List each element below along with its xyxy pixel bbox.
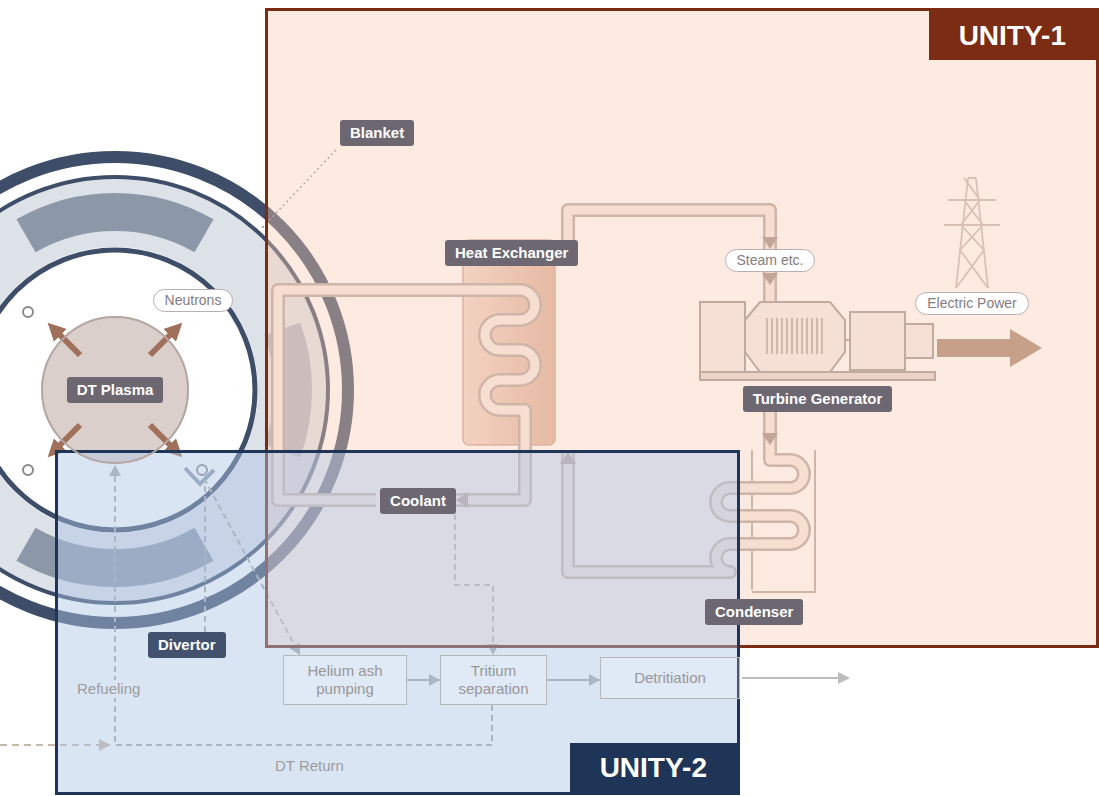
flow-label: DT Return [275,757,344,775]
process-box: Tritium separation [440,655,547,705]
node-text: Electric Power [927,295,1016,311]
node-text: DT Plasma [67,377,164,403]
node-text: UNITY-2 [570,743,737,792]
plasma-core: DT Plasma [40,315,190,465]
flow-tag: Steam etc. [725,249,816,272]
neutron-arrows [54,329,176,451]
particle-tag: Neutrons [153,289,234,312]
node-text: Turbine Generator [743,386,893,412]
condenser: Condenser [705,445,825,625]
output-tag: Electric Power [915,292,1028,315]
node-text: Condenser [705,599,803,625]
node-text: Detritiation [634,669,706,687]
part-label: Divertor [148,632,226,658]
node-text: Blanket [350,124,404,141]
node-text: UNITY-1 [929,11,1096,60]
flow-label: Refueling [75,680,142,698]
process-box: Helium ash pumping [283,655,407,705]
node-text: Divertor [158,636,216,653]
part-label: Blanket [340,120,414,146]
turbine-generator: Turbine Generator [700,285,935,412]
node-text: Coolant [390,492,446,509]
node-text: Steam etc. [737,252,804,268]
node-text: Neutrons [165,292,222,308]
node-text: Tritium separation [445,662,542,698]
process-box: Detritiation [600,657,740,699]
node-text: Helium ash pumping [288,662,402,698]
node-text: Heat Exchanger [445,240,578,266]
heat-exchanger: Heat Exchanger [445,240,591,452]
coolant-label: Coolant [380,488,456,514]
